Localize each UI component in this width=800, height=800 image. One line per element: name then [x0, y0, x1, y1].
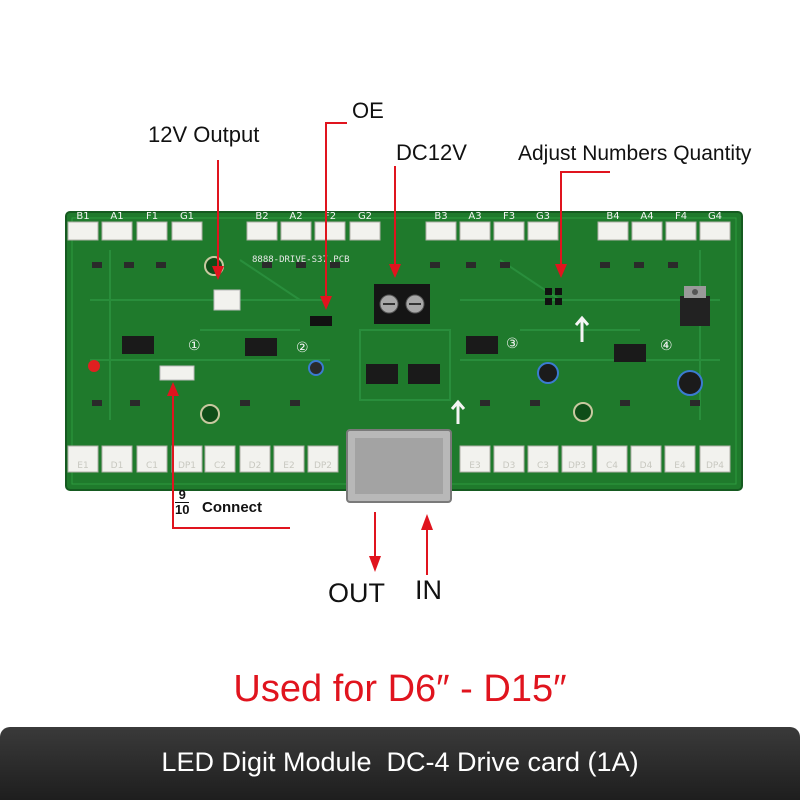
bottom-connector: [561, 445, 593, 473]
title-banner: LED Digit Module DC-4 Drive card (1A): [0, 727, 800, 800]
top-connector-row: B1 A1 F1 G1 B2 A2 F2 G2 B3 A3 F3 G3 B4 A4 F4 G4: [67, 211, 731, 241]
bottom-connector-label: C2: [214, 461, 226, 471]
bottom-connector-label: D1: [111, 461, 124, 471]
bottom-connector-label: DP2: [314, 461, 332, 471]
callout-adjust-numbers: Adjust Numbers Quantity: [518, 142, 752, 165]
top-connector-label: F4: [675, 211, 687, 222]
callout-oe: OE: [352, 98, 384, 123]
banner-title: LED Digit Module DC-4 Drive card (1A): [161, 747, 639, 777]
callout-connect: Connect: [202, 499, 262, 516]
bottom-connector-label: E1: [77, 461, 88, 471]
bottom-connector-label: C3: [537, 461, 549, 471]
pcb-name: 8888-DRIVE-S37.PCB: [252, 255, 350, 265]
fraction-numerator: 9: [175, 488, 190, 503]
top-connector: [246, 221, 278, 241]
top-connector: [493, 221, 525, 241]
bottom-connector-label: C1: [146, 461, 158, 471]
bottom-connector: [204, 445, 236, 473]
top-connector-label: B1: [76, 211, 89, 222]
top-connector-label: G1: [180, 211, 194, 222]
bottom-connector: [493, 445, 525, 473]
bottom-connector: [273, 445, 305, 473]
section-number: ②: [296, 340, 309, 356]
bottom-connector-row: E1 D1 C1 DP1 C2 D2 E2 DP2 E3 D3 C3 DP3 C4 D4 E4 DP4: [67, 445, 731, 473]
bottom-connector-label: E4: [674, 461, 686, 471]
bottom-connector: [596, 445, 628, 473]
top-connector-label: B4: [606, 211, 619, 222]
top-connector-label: B2: [255, 211, 268, 222]
top-connector: [314, 221, 346, 241]
callout-in: IN: [415, 575, 442, 605]
top-connector-label: A1: [110, 211, 123, 222]
callout-lines: [172, 122, 610, 575]
section-number: ①: [188, 338, 201, 354]
top-connector-label: G2: [358, 211, 372, 222]
top-connector: [280, 221, 312, 241]
top-connector-label: A3: [468, 211, 481, 222]
callout-12v-output: 12V Output: [148, 122, 260, 147]
bottom-connector-label: C4: [606, 461, 618, 471]
bottom-connector: [101, 445, 133, 473]
bottom-connector-label: D2: [249, 461, 262, 471]
usage-caption: Used for D6″ - D15″: [233, 668, 567, 710]
top-connector: [349, 221, 381, 241]
bottom-connector-label: DP1: [178, 461, 196, 471]
top-connector: [527, 221, 559, 241]
top-connector: [171, 221, 203, 241]
bottom-connector: [630, 445, 662, 473]
bottom-connector-label: DP4: [706, 461, 724, 471]
bottom-connector: [307, 445, 339, 473]
top-connector: [631, 221, 663, 241]
fraction-denominator: 10: [175, 502, 190, 517]
top-connector: [597, 221, 629, 241]
bottom-connector-label: E3: [469, 461, 480, 471]
ic-chips: [122, 336, 646, 384]
top-connector: [665, 221, 697, 241]
bottom-connector-label: D3: [503, 461, 516, 471]
bottom-connector: [459, 445, 491, 473]
top-connector-label: F3: [503, 211, 515, 222]
bottom-connector-label: D4: [640, 461, 653, 471]
top-connector: [136, 221, 168, 241]
bottom-connector: [136, 445, 168, 473]
top-connector-label: G4: [708, 211, 722, 222]
callout-fraction: 9 10: [175, 488, 190, 517]
bottom-connector: [67, 445, 99, 473]
bottom-connector: [699, 445, 731, 473]
top-connector: [425, 221, 457, 241]
top-connector: [101, 221, 133, 241]
bottom-connector: [527, 445, 559, 473]
callout-out: OUT: [328, 578, 385, 608]
bottom-connector: [664, 445, 696, 473]
bottom-connector-label: E2: [283, 461, 294, 471]
top-connector-label: A4: [640, 211, 653, 222]
section-number: ④: [660, 338, 673, 354]
top-connector: [459, 221, 491, 241]
top-connector-label: F1: [146, 211, 158, 222]
top-connector: [699, 221, 731, 241]
top-connector-label: F2: [324, 211, 336, 222]
callout-dc12v: DC12V: [396, 140, 467, 165]
top-connector-label: G3: [536, 211, 550, 222]
bottom-connector-label: DP3: [568, 461, 586, 471]
top-connector: [67, 221, 99, 241]
bottom-connector: [239, 445, 271, 473]
top-connector-label: B3: [434, 211, 447, 222]
section-number: ③: [506, 336, 519, 352]
top-connector-label: A2: [289, 211, 302, 222]
